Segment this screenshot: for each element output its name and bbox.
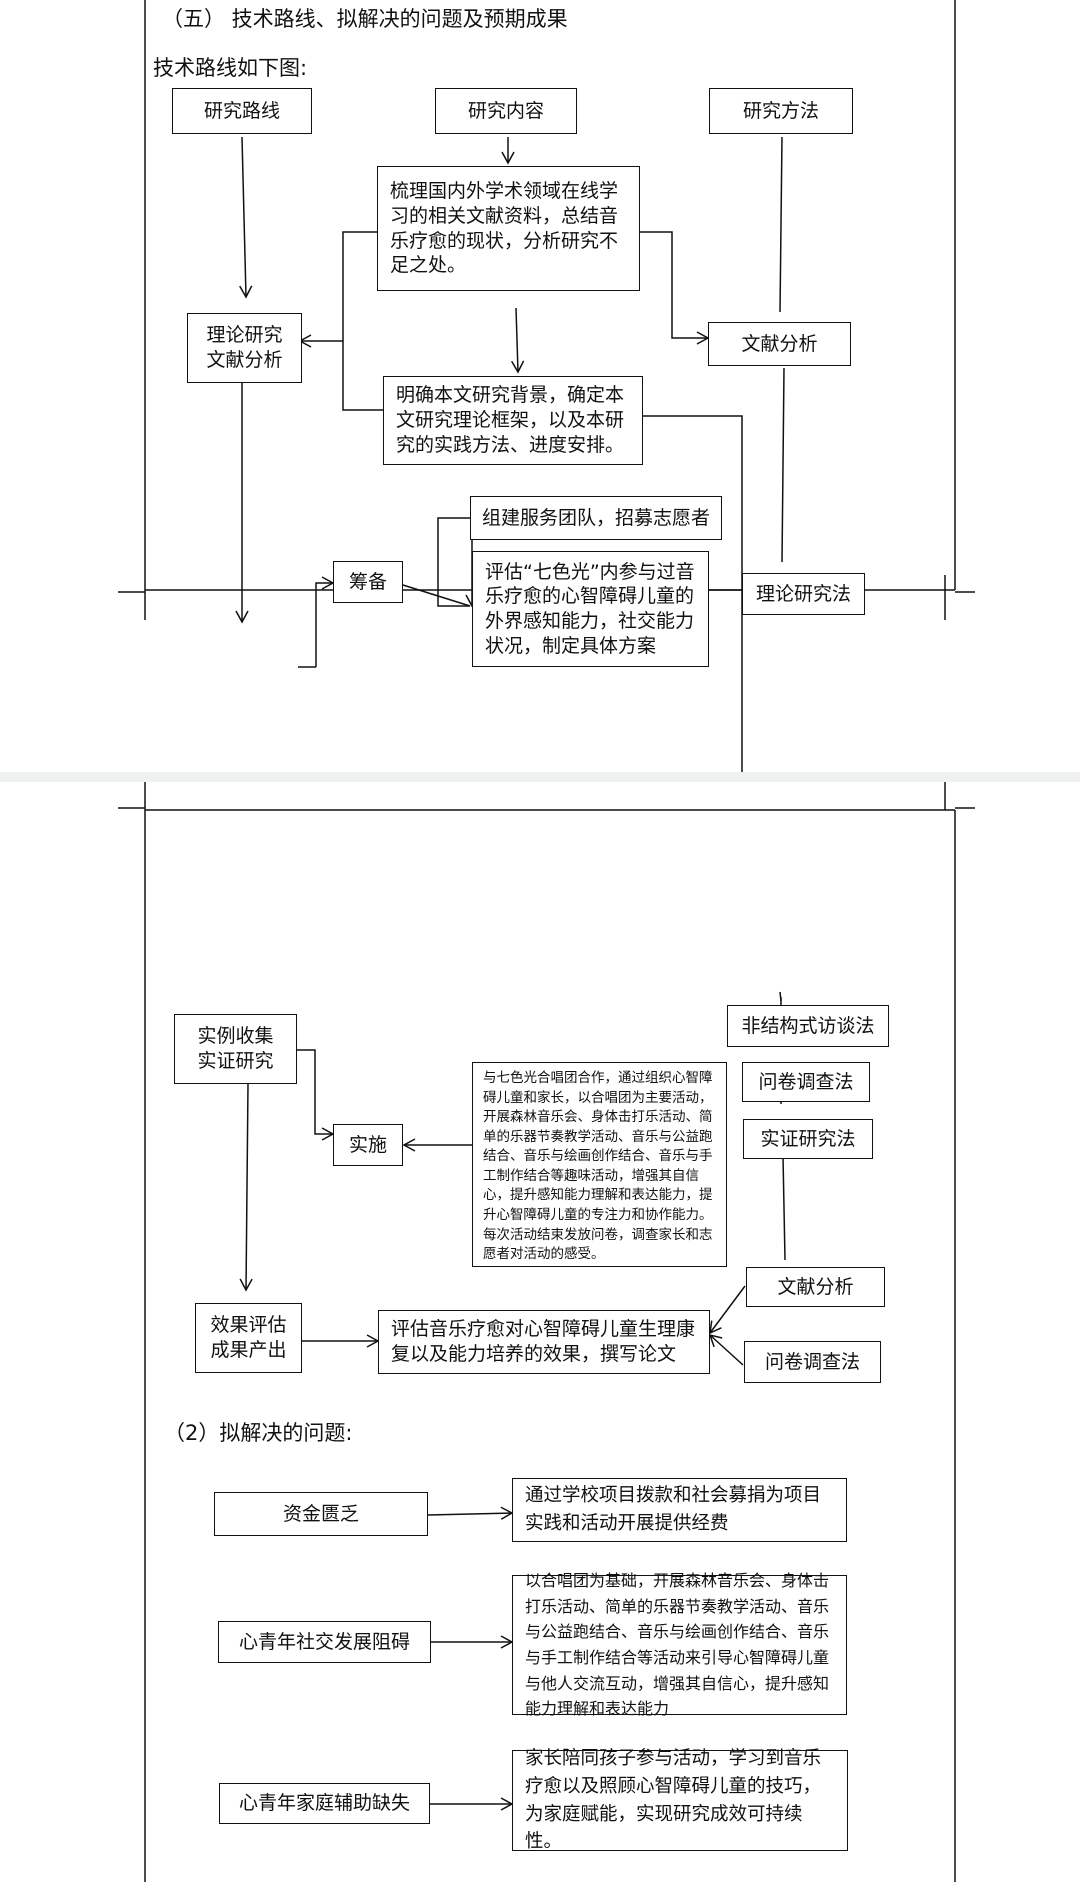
box-empirical-method: 实证研究法 (743, 1119, 873, 1159)
box-literature-analysis: 文献分析 (708, 322, 851, 366)
box-case-collection: 实例收集 实证研究 (174, 1014, 297, 1084)
section-title: （五） 技术路线、拟解决的问题及预期成果 (162, 7, 568, 31)
problems-title: （2）拟解决的问题: (164, 1421, 353, 1445)
box-theory-research: 理论研究 文献分析 (187, 313, 302, 383)
problem-solution-social: 以合唱团为基础，开展森林音乐会、身体击打乐活动、简单的乐器节奏教学活动、音乐与公… (512, 1571, 847, 1718)
problem-issue-social: 心青年社交发展阻碍 (218, 1621, 431, 1663)
flowchart-connectors-2 (118, 782, 975, 1882)
box-unstructured-interview: 非结构式访谈法 (727, 1005, 889, 1047)
box-research-method: 研究方法 (709, 88, 853, 134)
problem-issue-funding: 资金匮乏 (214, 1492, 428, 1536)
box-clarify-background: 明确本文研究背景，确定本文研究理论框架，以及本研究的实践方法、进度安排。 (383, 376, 643, 465)
box-evaluate-effect: 评估音乐疗愈对心智障碍儿童生理康复以及能力培养的效果，撰写论文 (378, 1310, 710, 1374)
box-research-route: 研究路线 (172, 88, 312, 134)
page-separator (0, 772, 1080, 782)
box-theory-method: 理论研究法 (742, 573, 865, 615)
box-build-team: 组建服务团队，招募志愿者 (470, 496, 722, 540)
box-effect-evaluation: 效果评估 成果产出 (195, 1303, 302, 1373)
intro-text: 技术路线如下图: (153, 56, 308, 80)
box-evaluate-children: 评估“七色光”内参与过音乐疗愈的心智障碍儿童的外界感知能力，社交能力状况，制定具… (472, 551, 709, 667)
box-activity-details: 与七色光合唱团合作，通过组织心智障碍儿童和家长，以合唱团为主要活动，开展森林音乐… (472, 1062, 727, 1267)
box-preparation: 筹备 (333, 561, 403, 603)
box-literature-analysis-2: 文献分析 (746, 1267, 885, 1307)
document-page-2: 实例收集 实证研究 非结构式访谈法 问卷调查法 实施 与七色光合唱团合作，通过组… (0, 782, 1080, 1882)
problem-issue-family: 心青年家庭辅助缺失 (219, 1783, 430, 1824)
box-research-content: 研究内容 (435, 88, 577, 134)
problem-solution-family: 家长陪同孩子参与活动，学习到音乐疗愈以及照顾心智障碍儿童的技巧，为家庭赋能，实现… (512, 1748, 848, 1852)
problem-solution-funding: 通过学校项目拨款和社会募捐为项目实践和活动开展提供经费 (512, 1478, 847, 1542)
box-questionnaire-1: 问卷调查法 (742, 1062, 870, 1102)
box-literature-review: 梳理国内外学术领域在线学习的相关文献资料，总结音乐疗愈的现状，分析研究不足之处。 (377, 166, 640, 291)
box-questionnaire-2: 问卷调查法 (744, 1341, 881, 1383)
document-page-1: （五） 技术路线、拟解决的问题及预期成果 技术路线如下图: 研究路线 研究内容 … (0, 0, 1080, 772)
box-implementation: 实施 (333, 1124, 403, 1166)
